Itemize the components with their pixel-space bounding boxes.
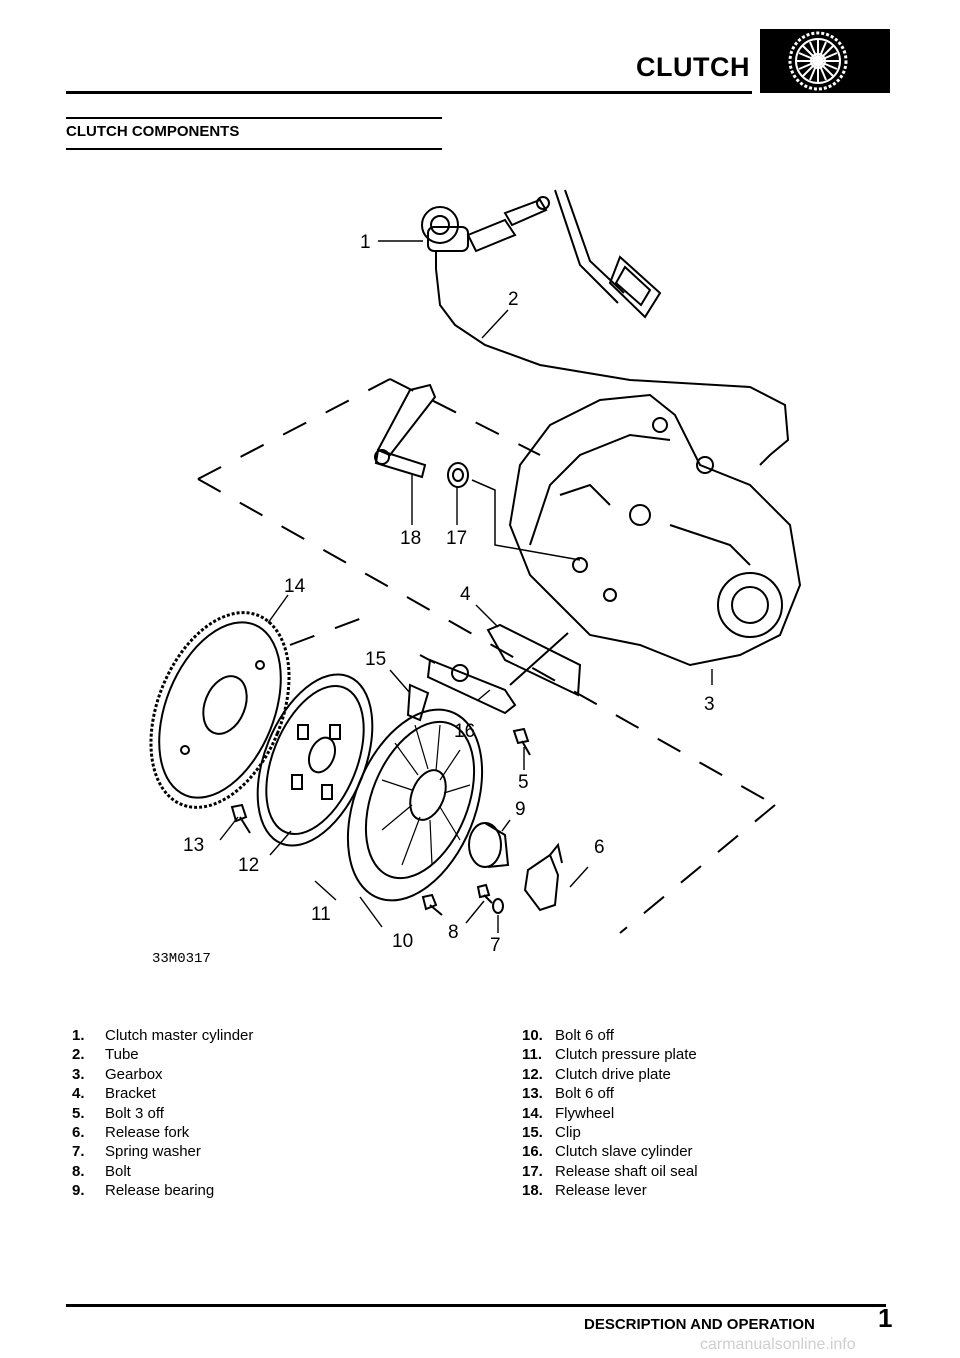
footer-rule <box>66 1304 886 1307</box>
page-number: 1 <box>878 1303 893 1333</box>
master-cylinder-drawing <box>421 189 662 319</box>
callout-11: 11 <box>311 904 331 925</box>
section-rule-top <box>66 117 442 119</box>
release-bearing-drawing <box>468 822 510 868</box>
bolt-drawings <box>230 727 531 916</box>
pressure-plate-drawing <box>346 708 484 902</box>
callout-14: 14 <box>284 576 306 597</box>
legend-item: 18.Release lever <box>522 1182 647 1200</box>
legend-item: 17.Release shaft oil seal <box>522 1162 698 1180</box>
callout-18: 18 <box>400 528 421 549</box>
legend-item: 7.Spring washer <box>72 1143 201 1161</box>
chapter-title: CLUTCH <box>636 52 750 82</box>
callout-13: 13 <box>183 835 204 856</box>
clutch-exploded-diagram: 1 2 3 4 5 6 7 8 9 10 11 12 13 14 15 16 1… <box>149 189 802 967</box>
legend-item: 13.Bolt 6 off <box>522 1085 614 1103</box>
clutch-plate-icon <box>788 31 848 91</box>
legend-item: 8.Bolt <box>72 1162 131 1180</box>
legend-item: 15.Clip <box>522 1124 581 1142</box>
callout-17: 17 <box>446 528 467 549</box>
callout-10: 10 <box>392 931 413 952</box>
gearbox-drawing <box>508 393 802 667</box>
callout-4: 4 <box>460 584 471 605</box>
callout-7: 7 <box>490 935 501 956</box>
legend-item: 16.Clutch slave cylinder <box>522 1143 693 1161</box>
slave-cylinder-drawing <box>419 654 517 715</box>
callout-1: 1 <box>360 232 371 253</box>
callout-16: 16 <box>454 721 475 742</box>
legend-right-column: 10.Bolt 6 off 11.Clutch pressure plate 1… <box>522 1026 698 1201</box>
tube-drawing <box>435 268 790 466</box>
legend-item: 1.Clutch master cylinder <box>72 1027 254 1044</box>
header-rule <box>66 91 752 94</box>
watermark: carmanualsonline.info <box>700 1336 856 1353</box>
callout-12: 12 <box>238 855 259 876</box>
chapter-badge <box>760 29 890 93</box>
legend-item: 9.Release bearing <box>72 1182 215 1200</box>
callout-9: 9 <box>515 799 526 820</box>
legend-item: 14.Flywheel <box>522 1104 615 1122</box>
callout-5: 5 <box>518 772 529 793</box>
footer-section-label: DESCRIPTION AND OPERATION <box>584 1316 815 1333</box>
legend-left-column: 1.Clutch master cylinder 2.Tube 3.Gearbo… <box>72 1026 253 1201</box>
callout-2: 2 <box>508 289 519 310</box>
figure-id: 33M0317 <box>152 951 211 967</box>
release-fork-drawing <box>523 853 560 912</box>
spring-washer-drawing <box>492 898 504 914</box>
callout-6: 6 <box>594 837 605 858</box>
legend-item: 6.Release fork <box>72 1124 190 1142</box>
release-lever-drawing <box>374 383 437 479</box>
legend-item: 3.Gearbox <box>72 1065 163 1083</box>
legend-item: 2.Tube <box>72 1046 139 1064</box>
section-title: CLUTCH COMPONENTS <box>66 123 240 140</box>
callout-8: 8 <box>448 922 459 943</box>
legend-item: 12.Clutch drive plate <box>522 1065 671 1083</box>
oil-seal-drawing <box>447 462 469 488</box>
callout-15: 15 <box>365 649 386 670</box>
legend-item: 10.Bolt 6 off <box>522 1027 614 1044</box>
flywheel-drawing <box>149 611 291 809</box>
clip-drawing <box>406 683 430 722</box>
bracket-drawing <box>486 623 582 697</box>
callout-3: 3 <box>704 694 715 715</box>
legend-item: 11.Clutch pressure plate <box>522 1046 697 1064</box>
legend-item: 5.Bolt 3 off <box>72 1104 164 1122</box>
section-rule-bottom <box>66 148 442 150</box>
legend-item: 4.Bracket <box>72 1085 156 1103</box>
